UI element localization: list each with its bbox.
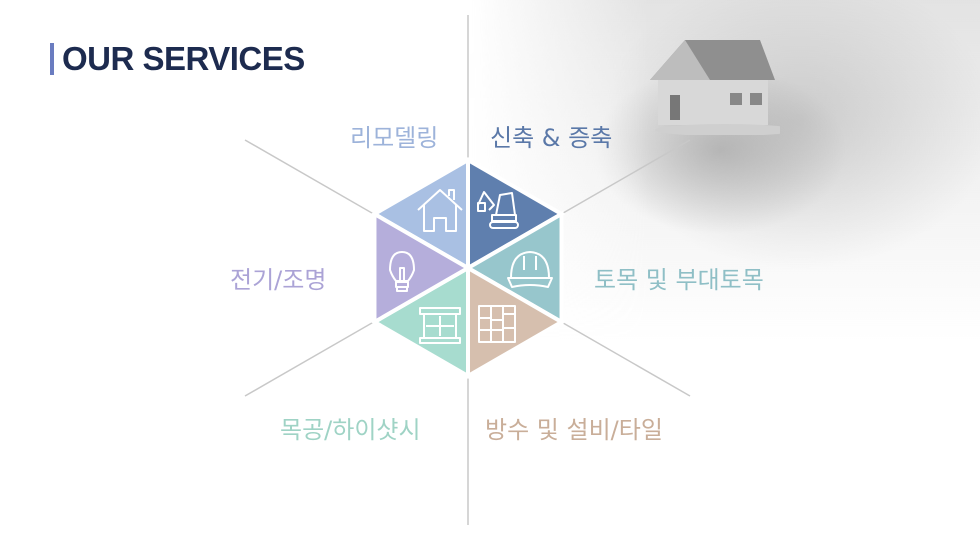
service-label-waterproofing-tile: 방수 및 설비/타일 xyxy=(485,416,663,444)
excavator-icon xyxy=(477,191,519,229)
service-label-remodeling: 리모델링 xyxy=(350,124,439,152)
light-bulb-icon xyxy=(389,251,415,292)
page-title: OUR SERVICES xyxy=(50,40,305,78)
service-label-civil-engineering: 토목 및 부대토목 xyxy=(594,266,764,294)
hexagon-segment-light-bulb xyxy=(372,210,472,326)
title-text: OUR SERVICES xyxy=(62,40,305,77)
title-accent-bar xyxy=(50,43,54,75)
service-label-carpentry-sash: 목공/하이샷시 xyxy=(280,416,421,444)
house-model-icon xyxy=(650,40,780,135)
house-icon xyxy=(417,189,463,232)
service-label-electrical-lighting: 전기/조명 xyxy=(230,266,327,294)
window-icon xyxy=(419,307,461,344)
hard-hat-icon xyxy=(507,251,553,288)
service-label-new-construction: 신축 & 증축 xyxy=(490,124,613,152)
tile-icon xyxy=(478,305,516,343)
